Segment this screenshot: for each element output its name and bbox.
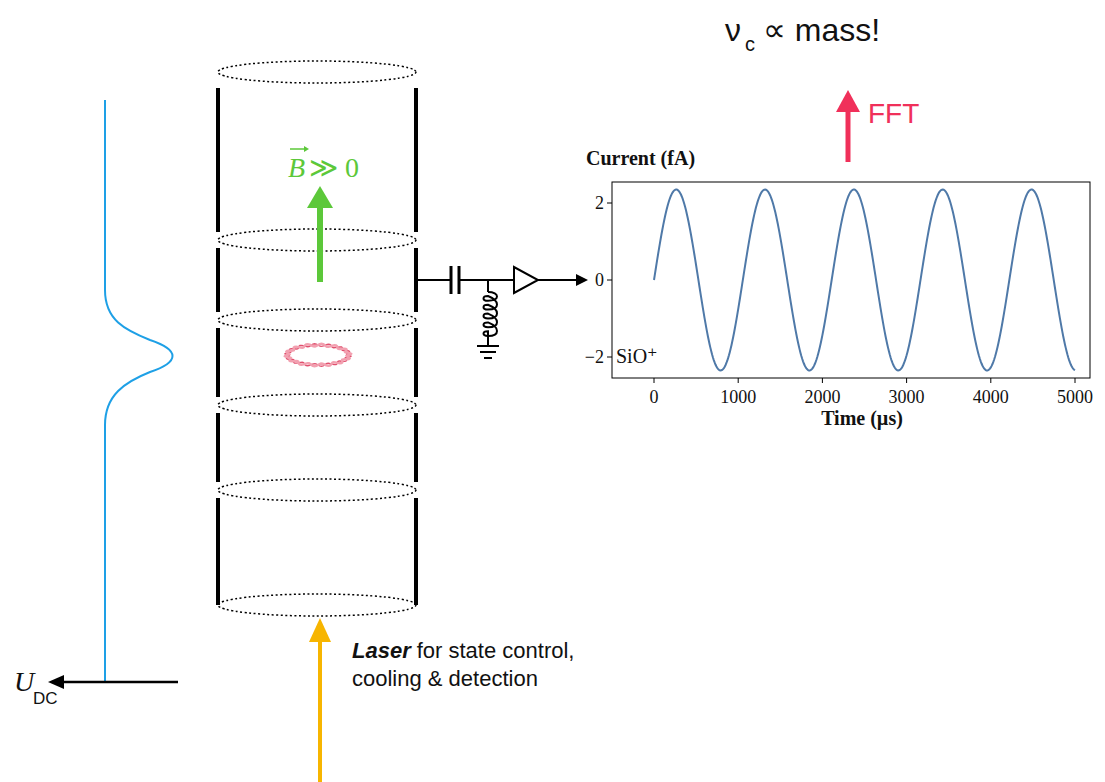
x-tick-label: 5000 xyxy=(1057,388,1093,406)
laser-description: cooling & detection xyxy=(352,668,538,690)
laser-description: for state control, xyxy=(417,640,575,662)
field-arrowhead xyxy=(307,186,333,208)
vector-arrow xyxy=(290,148,305,150)
x-axis-title: Time (µs) xyxy=(821,408,903,428)
x-tick-label: 2000 xyxy=(804,388,840,406)
field-arrow xyxy=(317,205,323,282)
y-tick-label: 2 xyxy=(595,194,604,212)
fft-arrowhead xyxy=(836,90,860,112)
fft-label: FFT xyxy=(868,100,919,128)
laser-label: Laser xyxy=(352,640,411,662)
y-tick-label: −2 xyxy=(585,348,604,366)
electrodes xyxy=(218,88,416,605)
laser-beam xyxy=(318,640,322,782)
voltage-arrowhead xyxy=(48,675,64,689)
current-trace xyxy=(654,190,1075,371)
ion-orbit xyxy=(285,344,351,367)
field-condition: ≫ 0 xyxy=(309,154,359,182)
potential-curve xyxy=(105,100,173,682)
laser-arrowhead xyxy=(309,618,331,642)
ion-orbit xyxy=(285,344,351,367)
chart-frame xyxy=(612,182,1090,378)
chart-title: Current (fA) xyxy=(586,148,695,168)
voltage-arrow xyxy=(62,681,178,684)
mass-relation: ∝ mass! xyxy=(763,14,880,46)
x-tick-label: 1000 xyxy=(720,388,756,406)
frequency-subscript: c xyxy=(745,34,755,54)
x-tick-label: 3000 xyxy=(889,388,925,406)
electrode-gaps xyxy=(218,61,416,616)
ion-species-label: SiO⁺ xyxy=(616,346,658,366)
fft-arrow xyxy=(846,110,851,162)
vector-arrowhead xyxy=(304,146,309,152)
frequency-symbol: ν xyxy=(725,14,741,46)
output-arrowhead xyxy=(576,274,588,286)
axis-ticks xyxy=(607,203,1075,383)
x-tick-label: 4000 xyxy=(973,388,1009,406)
voltage-symbol: U xyxy=(14,668,34,696)
y-tick-label: 0 xyxy=(595,271,604,289)
inductor-coil xyxy=(484,292,498,336)
detection-circuit xyxy=(418,266,578,358)
field-symbol: B xyxy=(288,154,305,182)
voltage-subscript: DC xyxy=(33,690,58,707)
x-tick-label: 0 xyxy=(650,388,659,406)
